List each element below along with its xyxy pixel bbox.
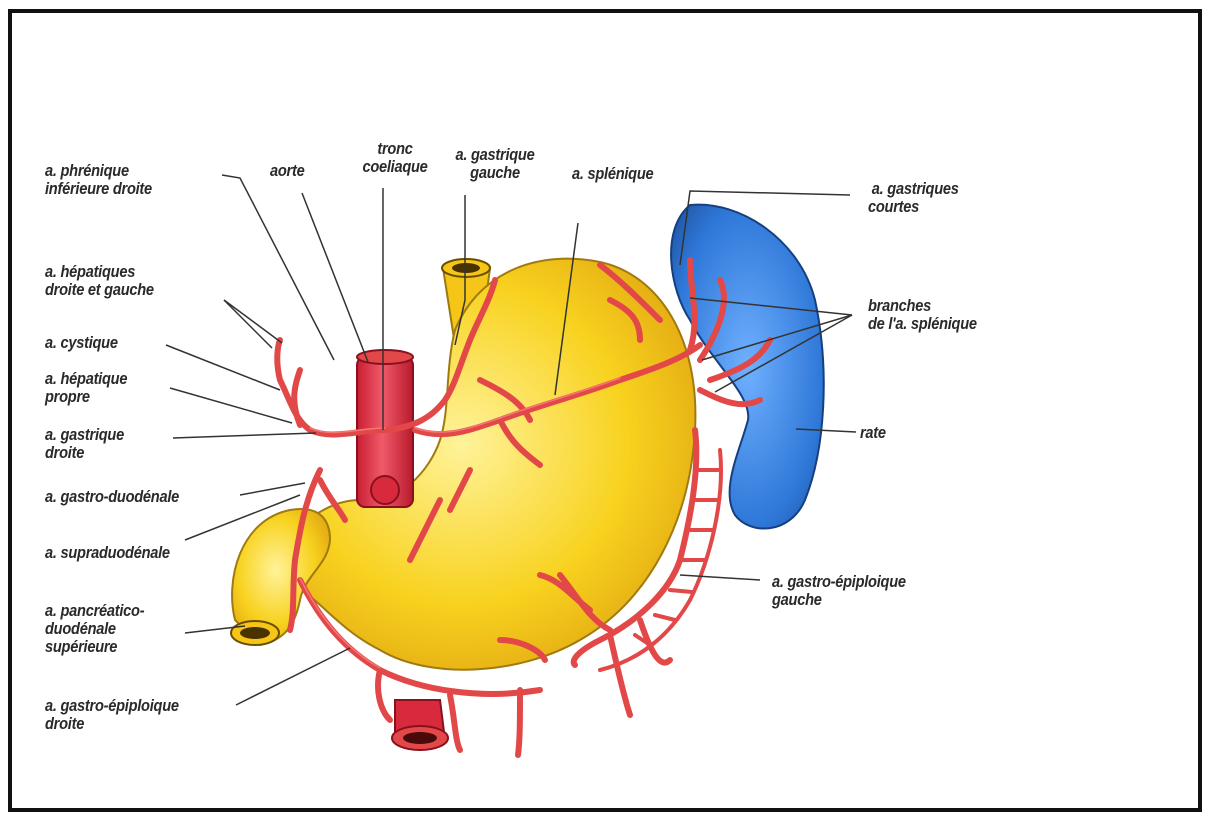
label-phrenique: a. phrénique inférieure droite [45, 162, 152, 198]
stomach [270, 259, 695, 670]
label-hepatiques: a. hépatiques droite et gauche [45, 263, 154, 299]
label-gastrique-gauche: a. gastrique gauche [439, 146, 551, 182]
label-cystique: a. cystique [45, 334, 118, 352]
label-gastro-epiploique-gauche: a. gastro-épiploique gauche [772, 573, 906, 609]
label-splenique: a. splénique [572, 165, 653, 183]
label-hepatique-propre: a. hépatique propre [45, 370, 127, 406]
label-aorte: aorte [270, 162, 304, 180]
label-gastrique-droite: a. gastrique droite [45, 426, 124, 462]
label-rate: rate [860, 424, 886, 442]
label-supraduodenale: a. supraduodénale [45, 544, 170, 562]
label-gastro-epiploique-droite: a. gastro-épiploique droite [45, 697, 179, 733]
label-gastriques-courtes: a. gastriques courtes [868, 180, 959, 216]
aorta-section [371, 476, 399, 504]
label-pancreatico-duodenale: a. pancréatico- duodénale supérieure [45, 602, 144, 656]
label-tronc-coeliaque: tronc coeliaque [348, 140, 443, 176]
label-gastro-duodenale: a. gastro-duodénale [45, 488, 179, 506]
label-branches-splenique: branches de l'a. splénique [868, 297, 977, 333]
